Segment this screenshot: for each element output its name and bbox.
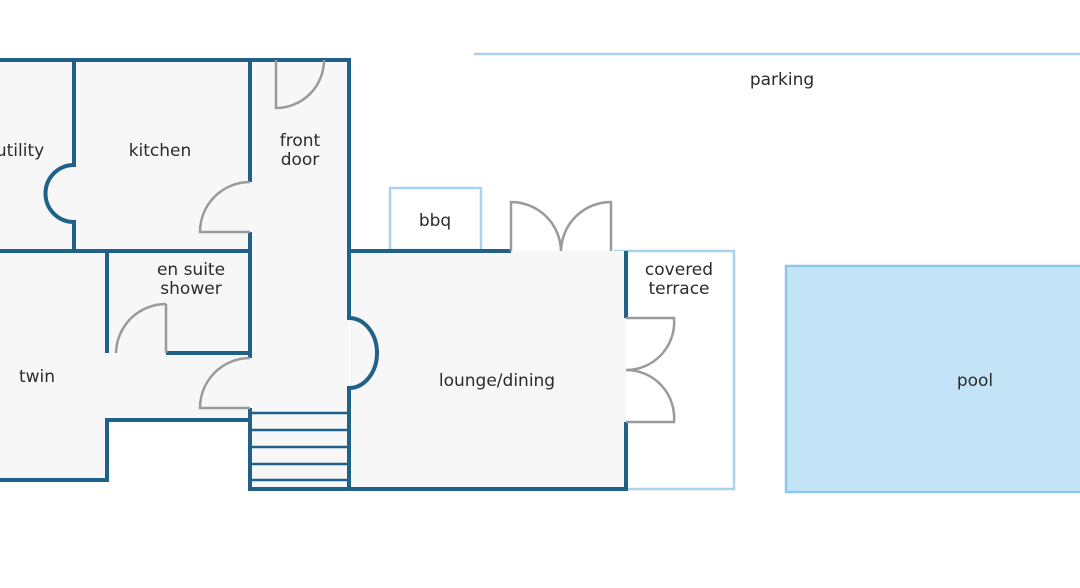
room-fills <box>0 60 626 490</box>
twin-door-swing <box>198 356 251 410</box>
stairs <box>252 411 347 482</box>
covered-terrace-outline <box>614 249 736 491</box>
doors <box>114 59 676 424</box>
lounge-double-door-right <box>625 316 676 424</box>
twin-label: twin <box>19 367 55 387</box>
pool-label: pool <box>957 371 993 391</box>
lounge-dining-label: lounge/dining <box>439 371 555 391</box>
en-suite-door-swing <box>114 302 168 354</box>
room-labels: parking utility kitchen front door bbq c… <box>0 70 993 391</box>
pool-area <box>784 264 1080 494</box>
utility-label: utility <box>0 141 44 161</box>
parking-label: parking <box>750 70 814 90</box>
walls <box>0 58 628 491</box>
front-door-swing <box>274 59 326 110</box>
kitchen-label: kitchen <box>129 141 192 161</box>
en-suite-label-line1: en suite <box>157 260 225 280</box>
covered-terrace-label-line2: terrace <box>648 279 709 299</box>
covered-terrace-label-line1: covered <box>645 260 713 280</box>
kitchen-door-swing <box>198 180 251 234</box>
en-suite-label-line2: shower <box>160 279 221 299</box>
bbq-label: bbq <box>419 211 451 231</box>
front-door-label-line1: front <box>280 131 321 151</box>
front-door-label-line2: door <box>281 150 320 170</box>
lounge-double-door-top <box>509 200 613 252</box>
